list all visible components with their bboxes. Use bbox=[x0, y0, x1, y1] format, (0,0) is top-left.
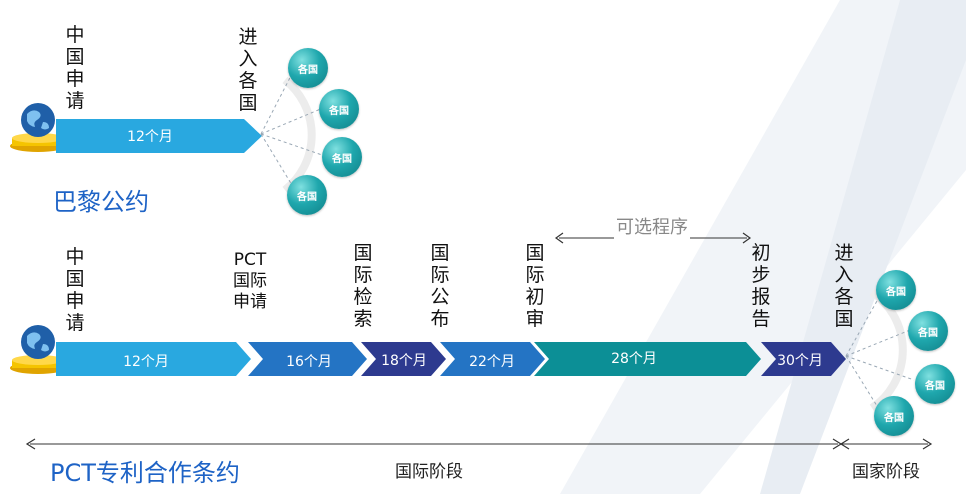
segment-label: 30个月 bbox=[777, 353, 823, 369]
pct-country-ball: 各国 bbox=[876, 270, 916, 310]
paris-country-ball: 各国 bbox=[322, 137, 362, 177]
paris-country-ball: 各国 bbox=[287, 175, 327, 215]
paris-enter-label: 进入各国 bbox=[238, 26, 258, 114]
pct-timeline-bar bbox=[56, 342, 846, 376]
paris-country-ball: 各国 bbox=[288, 48, 328, 88]
paris-title: 巴黎公约 bbox=[53, 188, 149, 216]
paris-country-ball: 各国 bbox=[319, 89, 359, 129]
segment-label: 12个月 bbox=[123, 354, 169, 370]
paris-china-apply-label: 中国申请 bbox=[65, 24, 85, 112]
segment-label: 16个月 bbox=[286, 354, 332, 370]
globe-icon bbox=[10, 103, 66, 152]
segment-12-months bbox=[56, 342, 251, 376]
intl-prelim-label: 国际初审 bbox=[525, 242, 545, 330]
national-phase-label: 国家阶段 bbox=[852, 462, 920, 482]
segment-label: 18个月 bbox=[381, 353, 427, 369]
paris-bar-label: 12个月 bbox=[127, 129, 173, 145]
pct-china-apply-label: 中国申请 bbox=[65, 246, 85, 334]
segment-16-months bbox=[248, 342, 367, 376]
segment-label: 22个月 bbox=[469, 354, 515, 370]
segment-18-months bbox=[361, 342, 446, 376]
intl-search-label: 国际检索 bbox=[353, 242, 373, 330]
segment-28-months bbox=[534, 342, 761, 376]
pct-country-ball: 各国 bbox=[908, 311, 948, 351]
pct-enter-label: 进入各国 bbox=[834, 242, 854, 330]
paris-timeline-bar bbox=[56, 119, 262, 153]
national-phase-arrow bbox=[839, 438, 933, 450]
segment-label: 28个月 bbox=[611, 351, 657, 367]
intl-publish-label: 国际公布 bbox=[430, 242, 450, 330]
segment-22-months bbox=[440, 342, 545, 376]
intl-phase-arrow bbox=[25, 438, 843, 450]
segment-30-months bbox=[761, 342, 846, 376]
intl-phase-label: 国际阶段 bbox=[395, 462, 463, 482]
pct-country-ball: 各国 bbox=[915, 364, 955, 404]
globe-icon bbox=[10, 325, 66, 374]
pct-country-ball: 各国 bbox=[874, 396, 914, 436]
prelim-report-label: 初步报告 bbox=[751, 242, 771, 330]
pct-title: PCT专利合作条约 bbox=[50, 459, 240, 487]
optional-procedure-label: 可选程序 bbox=[614, 213, 690, 239]
